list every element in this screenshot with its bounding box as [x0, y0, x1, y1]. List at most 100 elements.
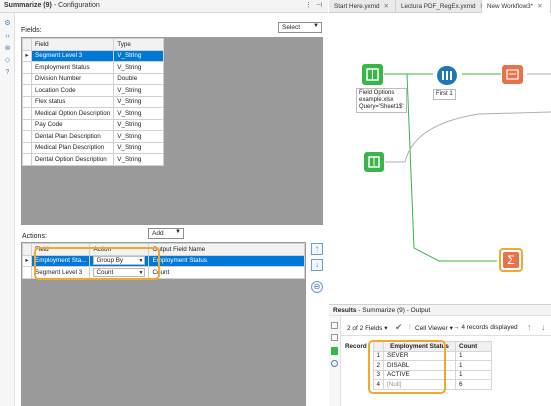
- close-circle-icon[interactable]: ⊗: [4, 45, 11, 52]
- chevron-down-icon: ▼: [175, 229, 181, 235]
- type-cell[interactable]: Double: [113, 72, 165, 85]
- info-icon[interactable]: [331, 360, 338, 367]
- fields-header-type[interactable]: Type: [113, 38, 165, 51]
- action-combo[interactable]: Count▼: [93, 267, 146, 277]
- code-icon[interactable]: ‹›: [5, 33, 10, 40]
- field-cell[interactable]: Location Code: [30, 84, 115, 97]
- chevron-down-icon: ▼: [313, 23, 319, 29]
- actions-header-field[interactable]: Field: [30, 243, 91, 256]
- connector-line: [385, 111, 551, 163]
- output-field-name-cell[interactable]: Employment Status: [148, 254, 305, 267]
- config-tool-name: Summarize (9): [4, 2, 52, 9]
- input-tool-node-2[interactable]: [364, 152, 384, 172]
- results-title: Results: [333, 307, 357, 314]
- up-arrow-icon[interactable]: ↑: [527, 322, 532, 332]
- tab-lectura[interactable]: Lectura PDF_RegEx.yxmd✕: [396, 0, 485, 13]
- highlight-box: [34, 247, 160, 280]
- select-tool-node[interactable]: [502, 65, 523, 84]
- output-field-name-cell[interactable]: Count: [148, 266, 305, 279]
- summarize-tool-node[interactable]: Σ: [499, 248, 523, 272]
- actions-label: Actions:: [22, 233, 47, 240]
- type-cell[interactable]: V_String: [113, 141, 165, 154]
- field-cell[interactable]: Medical Option Description: [30, 107, 115, 120]
- checkmark-icon[interactable]: ✔: [395, 322, 403, 332]
- type-cell[interactable]: V_String: [113, 130, 165, 143]
- help-icon[interactable]: ?: [5, 69, 10, 76]
- first-tool-caption: First 1: [433, 89, 456, 100]
- gear-icon[interactable]: ⚙: [4, 20, 11, 27]
- tag-icon[interactable]: ◇: [4, 57, 11, 64]
- action-combo[interactable]: Group By▼: [93, 256, 146, 266]
- tab-new-workflow[interactable]: New Workflow3*✕: [482, 0, 551, 13]
- count-cell[interactable]: 6: [455, 379, 493, 390]
- field-cell[interactable]: Medical Plan Description: [30, 141, 115, 154]
- actions-header-output[interactable]: Output Field Name: [148, 243, 305, 256]
- action-field-cell[interactable]: Segment Level 3: [30, 266, 91, 279]
- type-cell[interactable]: V_String: [113, 107, 165, 120]
- field-cell[interactable]: Employment Status: [30, 61, 115, 74]
- move-down-icon[interactable]: ↓: [311, 259, 323, 271]
- data-icon[interactable]: [331, 347, 338, 355]
- field-cell[interactable]: Dental Plan Description: [30, 130, 115, 143]
- panel-pin-icon[interactable]: ⊣: [316, 2, 323, 9]
- field-cell[interactable]: Segment Level 3: [30, 49, 115, 62]
- fields-label: Fields:: [21, 27, 42, 34]
- cell-viewer-dropdown[interactable]: Cell Viewer ▾: [415, 325, 453, 332]
- move-up-icon[interactable]: ↑: [311, 243, 323, 255]
- count-cell[interactable]: 1: [455, 350, 493, 361]
- field-cell[interactable]: Pay Code: [30, 118, 115, 131]
- remove-icon[interactable]: ⊖: [311, 281, 323, 293]
- config-left-rail: ⚙ ‹› ⊗ ◇ ?: [0, 13, 15, 406]
- type-cell[interactable]: V_String: [113, 118, 165, 131]
- grid-icon[interactable]: [331, 322, 338, 329]
- type-cell[interactable]: V_String: [113, 95, 165, 108]
- add-dropdown[interactable]: Add ▼: [148, 228, 184, 239]
- results-header-count[interactable]: Count: [455, 341, 493, 352]
- connector-lines: [384, 73, 551, 262]
- field-cell[interactable]: Flex status: [30, 95, 115, 108]
- table-row[interactable]: Segment Level 3 Count▼ Count: [22, 266, 305, 279]
- type-cell[interactable]: V_String: [113, 49, 165, 62]
- results-rail: [329, 316, 341, 406]
- highlight-box: [368, 340, 446, 394]
- table-row[interactable]: ▸ Segment Level 3 V_String: [22, 49, 165, 62]
- type-cell[interactable]: V_String: [113, 84, 165, 97]
- bars-icon: [442, 71, 452, 80]
- type-cell[interactable]: V_String: [113, 61, 165, 74]
- close-icon[interactable]: ✕: [537, 3, 543, 10]
- actions-header-action[interactable]: Action: [89, 243, 150, 256]
- table-row[interactable]: 4 [Null] 6: [342, 379, 493, 390]
- input-tool-node[interactable]: [362, 64, 383, 85]
- type-cell[interactable]: V_String: [113, 153, 165, 166]
- chevron-down-icon: ▼: [138, 269, 144, 276]
- book-icon: [368, 156, 380, 168]
- panel-menu-icon[interactable]: ⋮: [305, 2, 312, 9]
- field-cell[interactable]: Division Number: [30, 72, 115, 85]
- close-icon[interactable]: ✕: [383, 3, 389, 10]
- count-cell[interactable]: 1: [455, 360, 493, 371]
- fields-count-dropdown[interactable]: 2 of 2 Fields ▾: [347, 325, 388, 332]
- workflow-tabbar: Start Here.yxmd✕ Lectura PDF_RegEx.yxmd✕…: [329, 0, 551, 13]
- list-icon[interactable]: [331, 334, 338, 341]
- results-header: Results - Summarize (9) - Output: [329, 304, 551, 316]
- workflow-canvas[interactable]: Field Options example.xlsx Query='Sheet1…: [329, 14, 551, 297]
- field-cell[interactable]: Dental Option Description: [30, 153, 115, 166]
- tab-start-here[interactable]: Start Here.yxmd✕: [329, 0, 396, 13]
- config-panel-name: - Configuration: [53, 2, 100, 9]
- select-dropdown[interactable]: Select ▼: [278, 22, 322, 33]
- down-arrow-icon[interactable]: ↓: [541, 322, 546, 332]
- select-icon: [506, 69, 519, 80]
- first-tool-node[interactable]: [437, 66, 457, 85]
- book-icon: [366, 68, 379, 81]
- fields-header-field[interactable]: Field: [30, 38, 115, 51]
- count-cell[interactable]: 1: [455, 369, 493, 380]
